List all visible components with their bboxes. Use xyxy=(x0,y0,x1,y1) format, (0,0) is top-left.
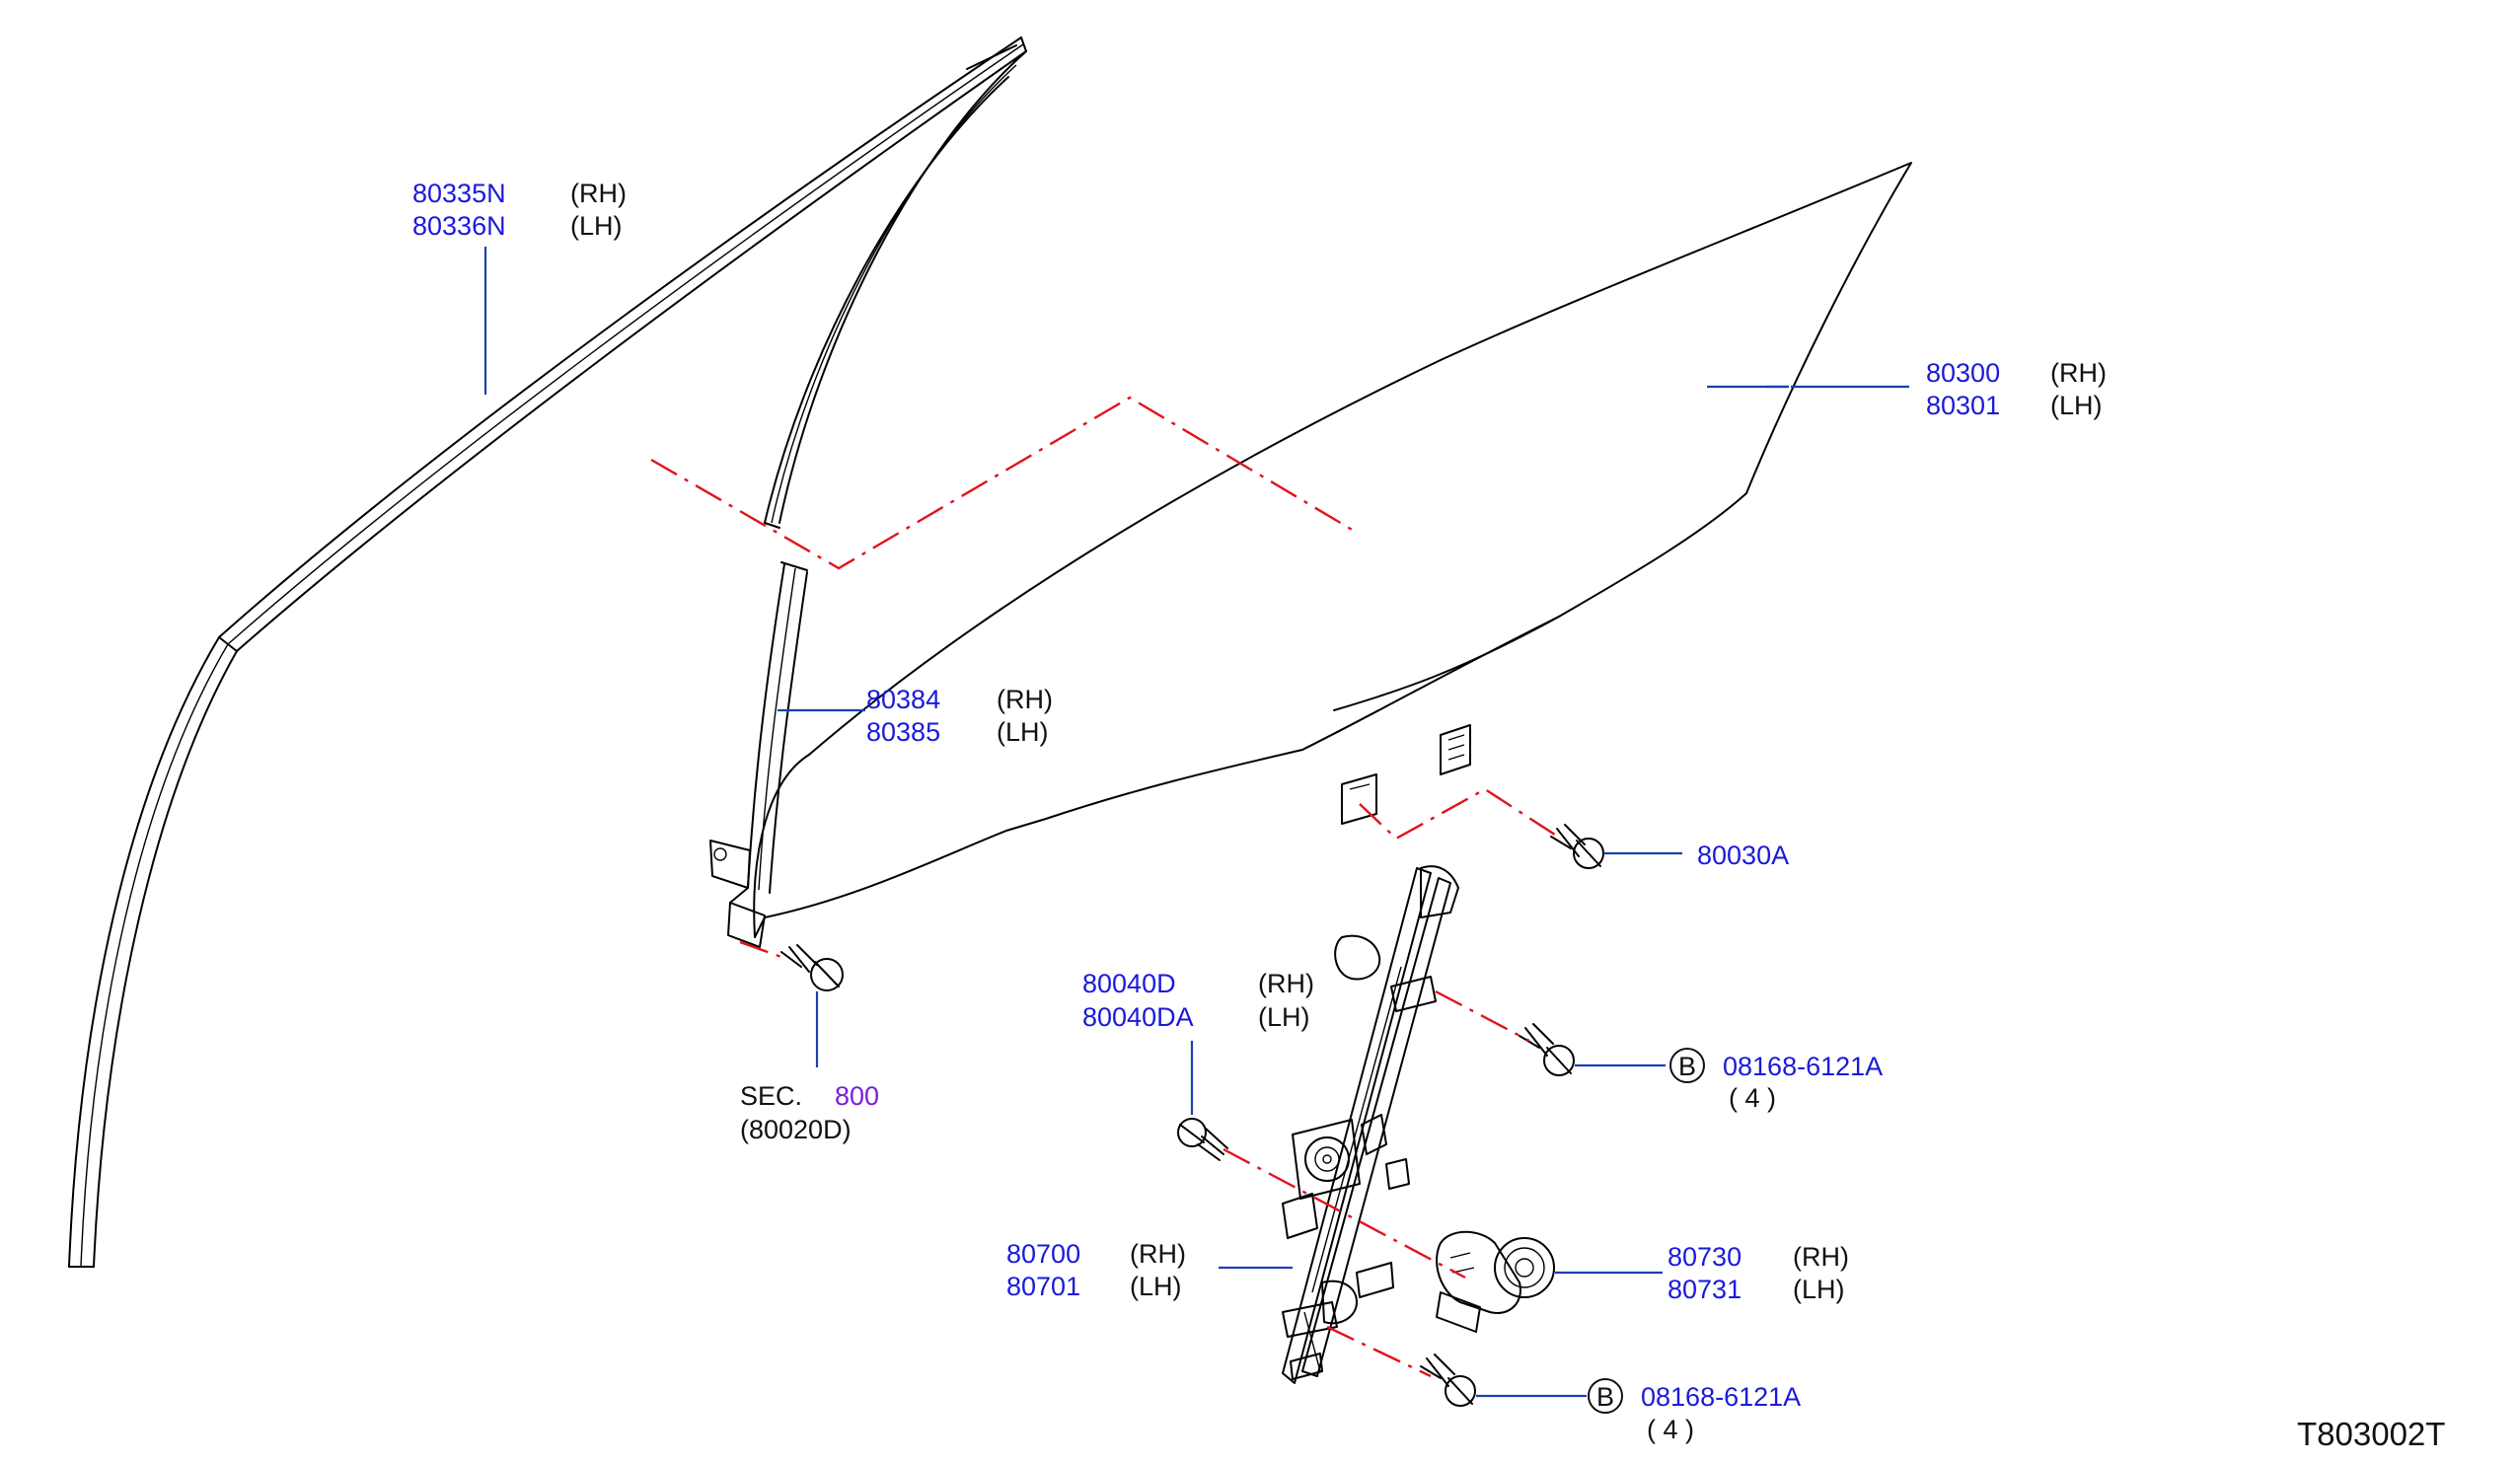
lower-b-bolt xyxy=(1420,1354,1476,1407)
side-lh: (LH) xyxy=(570,211,623,241)
part-number-rh: 80700 xyxy=(1006,1239,1080,1269)
part-number-rh: 80335N xyxy=(412,179,506,208)
rear-sash-channel xyxy=(709,561,808,948)
callout-door-glass: 80300 (RH) 80301 (LH) xyxy=(1926,358,2107,420)
assembly-dash-lines xyxy=(650,396,1562,1378)
section-sub: (80020D) xyxy=(740,1115,852,1144)
callout-regulator: 80700 (RH) 80701 (LH) xyxy=(1006,1239,1186,1301)
upper-b-bolt xyxy=(1519,1023,1575,1076)
section-prefix: SEC. xyxy=(740,1081,802,1111)
glass-bolt xyxy=(1550,824,1604,869)
side-lh: (LH) xyxy=(2050,391,2103,420)
callout-sash-front: 80335N (RH) 80336N (LH) xyxy=(412,179,627,241)
side-rh: (RH) xyxy=(1258,969,1314,998)
part-number-lh: 80385 xyxy=(866,717,940,747)
quantity: ( 4 ) xyxy=(1729,1083,1776,1113)
regulator-bolt xyxy=(1177,1118,1228,1161)
quantity: ( 4 ) xyxy=(1647,1415,1694,1444)
callout-upper-b-bolt: B 08168-6121A ( 4 ) xyxy=(1669,1048,1883,1113)
callout-rear-channel: 80384 (RH) 80385 (LH) xyxy=(866,685,1053,747)
callout-motor: 80730 (RH) 80731 (LH) xyxy=(1668,1242,1849,1304)
leader-lines xyxy=(483,247,1909,1398)
b-badge-circle xyxy=(1588,1378,1623,1414)
part-number: 80030A xyxy=(1697,841,1789,870)
side-rh: (RH) xyxy=(997,685,1053,714)
b-badge: B xyxy=(1596,1382,1614,1412)
part-number-rh: 80040D xyxy=(1082,969,1176,998)
callout-section-ref: SEC. 800 (80020D) xyxy=(740,1081,879,1144)
side-rh: (RH) xyxy=(570,179,627,208)
side-rh: (RH) xyxy=(1130,1239,1186,1269)
part-number: 08168-6121A xyxy=(1723,1052,1883,1081)
channel-bolt xyxy=(780,944,844,991)
side-lh: (LH) xyxy=(1258,1002,1310,1032)
section-number: 800 xyxy=(835,1081,879,1111)
window-motor xyxy=(1436,1230,1555,1333)
side-rh: (RH) xyxy=(2050,358,2107,388)
callout-regulator-bolt: 80040D (RH) 80040DA (LH) xyxy=(1082,969,1314,1032)
callout-lower-b-bolt: B 08168-6121A ( 4 ) xyxy=(1588,1378,1801,1444)
window-regulator xyxy=(1282,865,1459,1384)
part-number-rh: 80384 xyxy=(866,685,940,714)
part-number-lh: 80731 xyxy=(1668,1275,1742,1304)
part-number-lh: 80040DA xyxy=(1082,1002,1194,1032)
front-window-sash xyxy=(68,37,1027,1268)
callout-glass-bolt: 80030A xyxy=(1697,841,1789,870)
part-number-lh: 80336N xyxy=(412,211,506,241)
door-glass xyxy=(753,162,1912,938)
side-rh: (RH) xyxy=(1793,1242,1849,1272)
diagram-code: T803002T xyxy=(2297,1416,2445,1452)
b-badge-circle xyxy=(1669,1048,1705,1083)
side-lh: (LH) xyxy=(997,717,1049,747)
b-badge: B xyxy=(1678,1052,1696,1081)
part-number-lh: 80301 xyxy=(1926,391,2000,420)
side-lh: (LH) xyxy=(1793,1275,1845,1304)
part-number-rh: 80300 xyxy=(1926,358,2000,388)
part-number-rh: 80730 xyxy=(1668,1242,1742,1272)
part-number: 08168-6121A xyxy=(1641,1382,1801,1412)
side-lh: (LH) xyxy=(1130,1272,1182,1301)
part-number-lh: 80701 xyxy=(1006,1272,1080,1301)
